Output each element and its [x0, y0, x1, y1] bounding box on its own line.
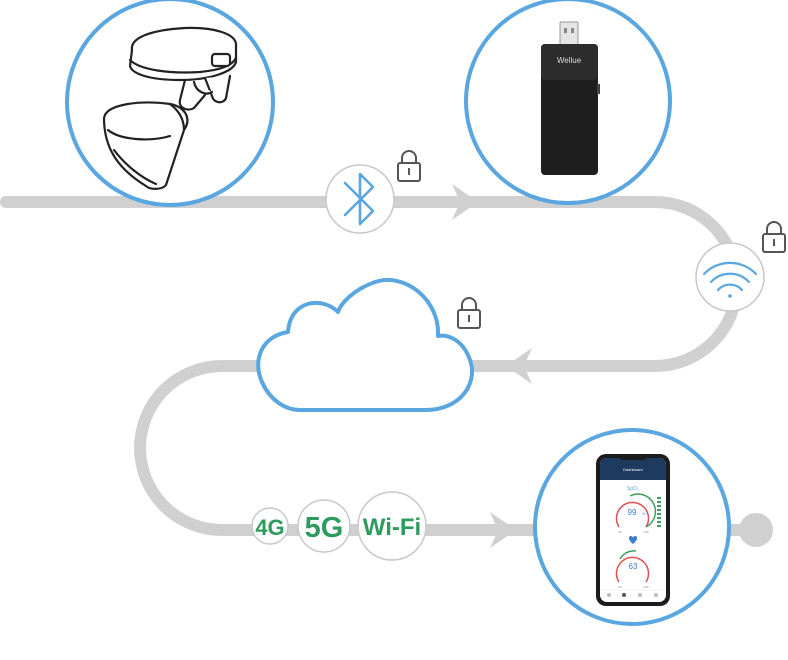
lock-icon: [457, 297, 481, 329]
lock-icon: [762, 221, 786, 253]
network-label-wifi: Wi-Fi: [363, 514, 421, 541]
network-badge-wifi: Wi-Fi: [357, 491, 427, 561]
network-label-5g: 5G: [305, 512, 344, 544]
app-heart-icon: [628, 536, 638, 544]
app-pr-value: 63: [629, 562, 638, 571]
network-badge-4g: 4G: [251, 507, 289, 545]
flow-arrow-left: [506, 348, 532, 384]
app-gauge-min-pr: 30: [618, 585, 622, 589]
ring-oximeter-node: [65, 0, 275, 207]
app-spo2-unit: %: [642, 511, 646, 516]
app-gauge-max-pr: 250: [643, 585, 648, 589]
usb-dongle-node: Wellue: [464, 0, 672, 205]
dongle-brand-label: Wellue: [557, 56, 582, 65]
app-tab-icon[interactable]: [607, 593, 611, 597]
app-tab-icon[interactable]: [638, 593, 642, 597]
usb-dongle-icon: Wellue: [541, 21, 600, 175]
network-label-4g: 4G: [255, 515, 284, 540]
bluetooth-node: [325, 164, 395, 234]
wifi-icon: [702, 261, 758, 298]
flow-arrow-right: [452, 184, 478, 220]
wifi-node: [695, 242, 765, 312]
ring-oximeter-icon: [102, 26, 238, 190]
app-gauge-max-spo2: 100: [643, 530, 648, 534]
network-badge-5g: 5G: [297, 499, 351, 553]
cloud-icon: [256, 278, 474, 412]
flow-arrow-right-bottom: [490, 512, 516, 548]
bluetooth-icon: [343, 172, 375, 226]
app-tab-icon[interactable]: [654, 593, 658, 597]
app-spo2-value: 99: [628, 508, 637, 517]
app-header-title: Dashboard: [623, 467, 643, 472]
app-tab-icon[interactable]: [622, 593, 626, 597]
smartphone-icon: Dashboard SpO₂ 99 % 90 100: [596, 454, 670, 606]
app-gauge-min-spo2: 90: [618, 530, 622, 534]
smartphone-node: Dashboard SpO₂ 99 % 90 100: [533, 428, 731, 626]
app-spo2-label: SpO₂: [627, 486, 639, 492]
lock-icon: [397, 150, 421, 182]
flow-end-dot: [739, 513, 773, 547]
app-signal-bars: [657, 497, 661, 527]
